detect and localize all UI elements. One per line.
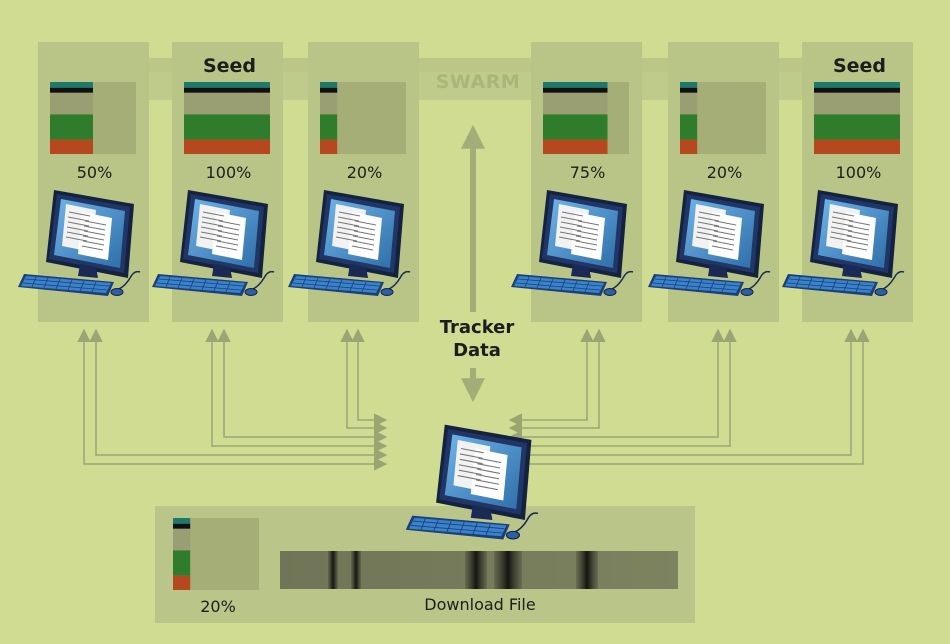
peer-percent: 100% <box>206 163 252 182</box>
progress-segment <box>173 575 191 590</box>
progress-segment <box>50 87 93 93</box>
connection-arrow <box>77 328 388 471</box>
progress-segment <box>543 82 608 88</box>
connection-arrow <box>351 328 388 427</box>
download-file-bar <box>280 551 678 589</box>
progress-segment <box>814 92 900 115</box>
file-chunk <box>328 551 338 589</box>
connection-arrow <box>205 328 388 453</box>
tracker-label-line1: Tracker <box>440 317 515 338</box>
connection-arrow <box>508 328 606 435</box>
tracker-label-line2: Data <box>453 340 501 361</box>
progress-segment <box>680 82 698 88</box>
peer-panel: Seed 100% <box>151 42 283 322</box>
progress-segment <box>173 518 191 524</box>
progress-segment <box>184 82 270 88</box>
peer-percent: 100% <box>836 163 882 182</box>
progress-segment <box>814 82 900 88</box>
seed-label: Seed <box>833 55 886 77</box>
tracker-arrow: Tracker Data <box>440 124 515 403</box>
progress-segment <box>50 92 93 115</box>
progress-segment <box>680 87 698 93</box>
progress-segment <box>814 114 900 140</box>
peer-panel: 20% <box>287 42 419 322</box>
progress-segment <box>814 87 900 93</box>
seed-label: Seed <box>203 55 256 77</box>
progress-segment <box>543 92 608 115</box>
connection-arrow <box>508 328 870 471</box>
progress-segment <box>680 114 698 140</box>
client-progress-bar <box>173 518 259 590</box>
file-chunk <box>494 551 522 589</box>
connection-arrow <box>508 328 725 444</box>
connection-arrow <box>217 328 388 444</box>
peer-percent: 75% <box>570 163 606 182</box>
peer-percent: 20% <box>707 163 743 182</box>
progress-segment <box>680 92 698 115</box>
progress-segment <box>184 139 270 154</box>
download-panel: 20% Download File <box>155 506 695 623</box>
progress-segment <box>543 139 608 154</box>
progress-segment <box>173 528 191 551</box>
file-chunk <box>465 551 487 589</box>
peer-percent: 50% <box>77 163 113 182</box>
progress-segment <box>173 550 191 576</box>
progress-segment <box>184 92 270 115</box>
swarm-label: SWARM <box>436 71 521 93</box>
progress-segment <box>680 139 698 154</box>
peer-connections <box>77 328 870 471</box>
peer-panel: Seed 100% <box>781 42 913 322</box>
progress-segment <box>184 87 270 93</box>
progress-segment <box>320 82 338 88</box>
progress-segment <box>50 82 93 88</box>
peer-panel: 75% <box>510 42 642 322</box>
connection-arrow <box>508 328 594 427</box>
progress-segment <box>320 92 338 115</box>
client-percent: 20% <box>200 597 236 616</box>
progress-segment <box>50 114 93 140</box>
peer-group: 50% Seed 100% 20% 75% 20% Seed 100% <box>17 42 913 322</box>
file-chunk <box>351 551 361 589</box>
download-file-label: Download File <box>424 595 535 614</box>
connection-arrow <box>89 328 388 462</box>
file-chunk <box>576 551 598 589</box>
progress-segment <box>320 139 338 154</box>
peer-panel: 50% <box>17 42 149 322</box>
progress-segment <box>173 523 191 529</box>
connection-arrow <box>340 328 388 435</box>
progress-segment <box>814 139 900 154</box>
progress-segment <box>320 114 338 140</box>
peer-percent: 20% <box>347 163 383 182</box>
progress-segment <box>50 139 93 154</box>
progress-segment <box>543 114 608 140</box>
peer-panel: 20% <box>647 42 779 322</box>
progress-segment <box>184 114 270 140</box>
progress-segment <box>543 87 608 93</box>
progress-segment <box>320 87 338 93</box>
